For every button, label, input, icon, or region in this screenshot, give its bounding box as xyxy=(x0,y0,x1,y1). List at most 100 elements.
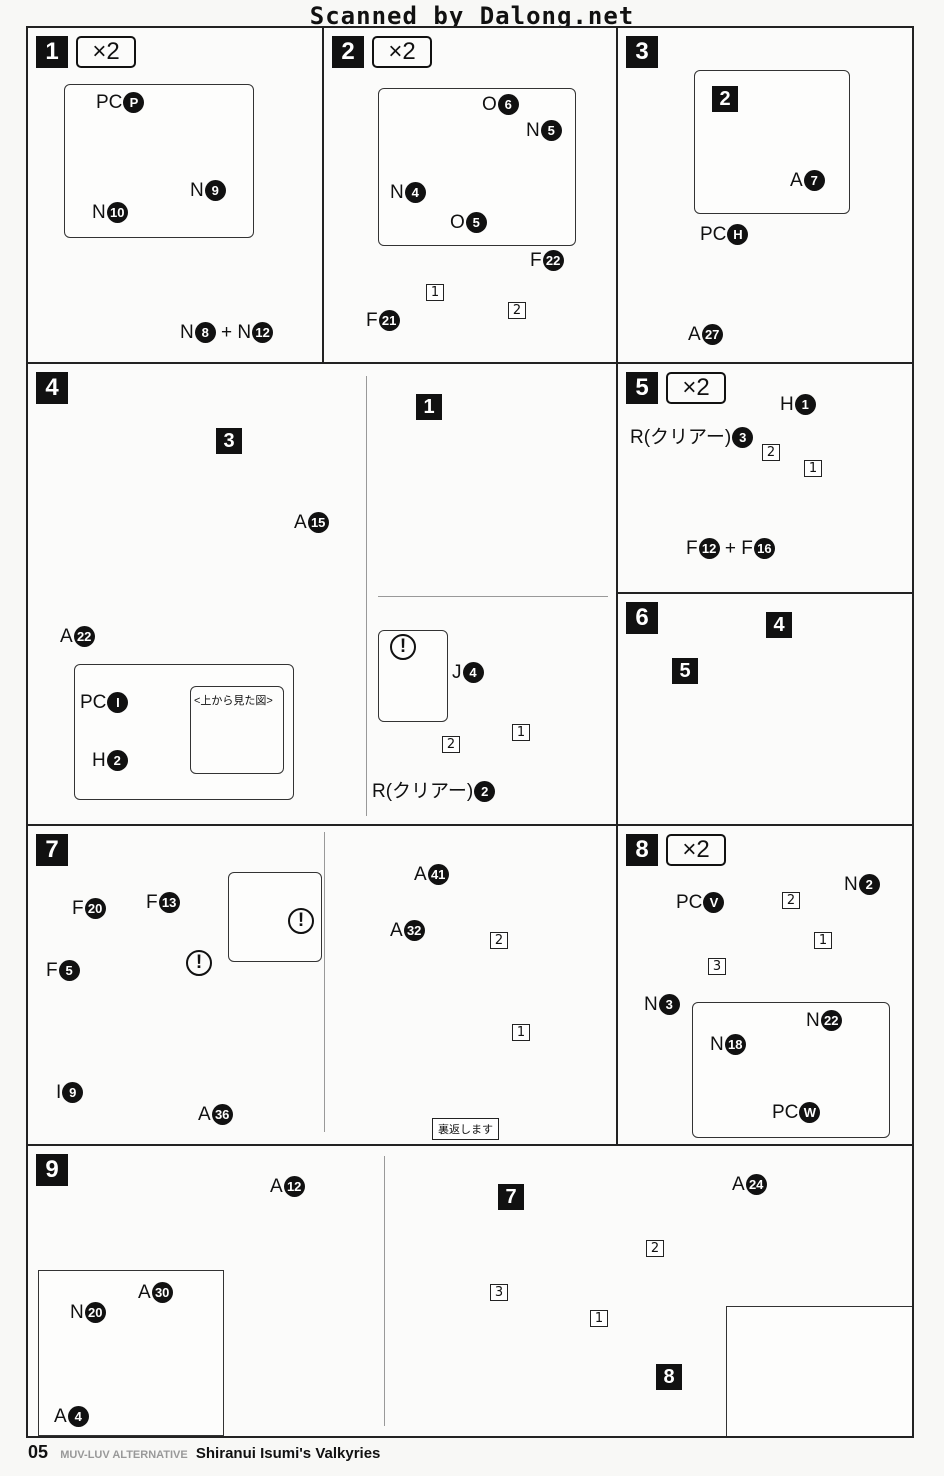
reference-marker: 8 xyxy=(656,1364,682,1390)
step-number: 7 xyxy=(36,834,68,866)
substep-marker: 1 xyxy=(426,284,444,301)
detail-box xyxy=(38,1270,224,1436)
substep-marker: 2 xyxy=(442,736,460,753)
step-8-panel: 8 ×2 xyxy=(616,824,914,1148)
divider xyxy=(384,1156,385,1426)
substep-marker: 3 xyxy=(490,1284,508,1301)
reference-marker: 5 xyxy=(672,658,698,684)
quantity-badge: ×2 xyxy=(76,36,136,68)
detail-box xyxy=(692,1002,890,1138)
caution-icon: ! xyxy=(288,908,314,934)
detail-box xyxy=(64,84,254,238)
step-9-panel: 9 xyxy=(26,1144,914,1438)
divider xyxy=(366,376,367,816)
substep-marker: 2 xyxy=(508,302,526,319)
reference-marker: 4 xyxy=(766,612,792,638)
step-7-panel: 7 xyxy=(26,824,620,1148)
quantity-badge: ×2 xyxy=(666,834,726,866)
step-4-panel: 4 xyxy=(26,362,620,828)
caution-icon: ! xyxy=(186,950,212,976)
step-number: 1 xyxy=(36,36,68,68)
substep-marker: 1 xyxy=(512,1024,530,1041)
quantity-badge: ×2 xyxy=(666,372,726,404)
result-box xyxy=(726,1306,912,1436)
part-label: R(クリアー)2 xyxy=(372,776,496,803)
step-1-panel: 1 ×2 xyxy=(26,26,326,366)
substep-marker: 1 xyxy=(804,460,822,477)
divider xyxy=(378,596,608,597)
top-view-box xyxy=(190,686,284,774)
substep-marker: 2 xyxy=(646,1240,664,1257)
substep-marker: 2 xyxy=(782,892,800,909)
substep-marker: 3 xyxy=(708,958,726,975)
step-number: 9 xyxy=(36,1154,68,1186)
step-number: 4 xyxy=(36,372,68,404)
reference-marker: 2 xyxy=(712,86,738,112)
page-footer: 05 MUV-LUV ALTERNATIVE Shiranui Isumi's … xyxy=(28,1442,380,1463)
top-view-caption: <上から見た図> xyxy=(194,695,273,707)
caution-box xyxy=(378,630,448,722)
page-number: 05 xyxy=(28,1442,49,1462)
quantity-badge: ×2 xyxy=(372,36,432,68)
step-number: 8 xyxy=(626,834,658,866)
reference-marker: 7 xyxy=(498,1184,524,1210)
product-title: Shiranui Isumi's Valkyries xyxy=(195,1445,381,1462)
reference-marker: 1 xyxy=(416,394,442,420)
reference-marker: 3 xyxy=(216,428,242,454)
step-number: 6 xyxy=(626,602,658,634)
step-6-panel: 6 xyxy=(616,592,914,828)
substep-marker: 2 xyxy=(762,444,780,461)
caution-icon: ! xyxy=(390,634,416,660)
step-5-panel: 5 ×2 xyxy=(616,362,914,596)
step-number: 3 xyxy=(626,36,658,68)
substep-marker: 1 xyxy=(590,1310,608,1327)
scan-credit: Scanned by Dalong.net xyxy=(309,2,635,30)
divider xyxy=(324,832,325,1132)
flip-over-caption: 裏返します xyxy=(432,1118,499,1140)
step-number: 5 xyxy=(626,372,658,404)
part-label: R(クリアー)3 xyxy=(630,422,754,449)
substep-marker: 1 xyxy=(512,724,530,741)
substep-marker: 2 xyxy=(490,932,508,949)
substep-marker: 1 xyxy=(814,932,832,949)
